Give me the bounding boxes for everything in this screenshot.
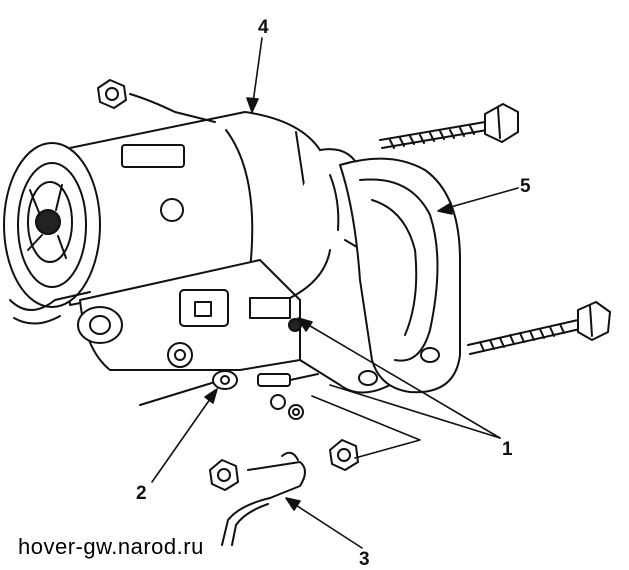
callout-1: 1 <box>502 439 513 460</box>
terminal-parts <box>139 370 319 420</box>
callout-3: 3 <box>359 549 370 570</box>
leader-2 <box>151 391 216 483</box>
leader-lines <box>151 37 519 549</box>
cable-assembly <box>209 439 359 546</box>
leader-1b <box>329 384 501 439</box>
callout-5: 5 <box>520 176 531 197</box>
callout-4: 4 <box>258 17 269 38</box>
motor-housing <box>3 111 331 308</box>
top-nut <box>97 79 216 123</box>
lower-bolt <box>467 301 611 355</box>
site-watermark: hover-gw.narod.ru <box>18 534 204 559</box>
callout-2: 2 <box>136 483 147 504</box>
drive-end <box>9 249 331 371</box>
leader-1 <box>299 319 501 439</box>
leader-5 <box>439 187 519 211</box>
upper-bolt <box>379 103 519 149</box>
leader-3 <box>287 499 363 549</box>
mounting-flange <box>339 157 461 394</box>
